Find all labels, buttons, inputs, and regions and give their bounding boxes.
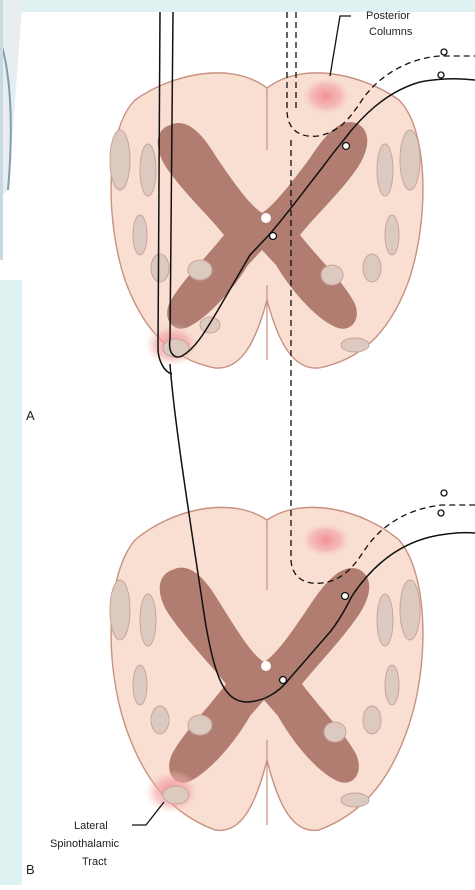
- cross-section-b: [110, 507, 423, 830]
- neuron-body-b3: [438, 510, 444, 516]
- posterior-columns-highlight-b: [300, 522, 352, 558]
- lateral-tract-label-line3: Tract: [82, 856, 107, 868]
- neuron-body-a4: [441, 49, 447, 55]
- panel-label-a: A: [26, 408, 35, 423]
- neuron-body-a1: [343, 143, 350, 150]
- neuron-body-a3: [438, 72, 444, 78]
- slide-background-left-panel: [0, 280, 22, 885]
- posterior-columns-label-line1: Posterior: [366, 10, 410, 22]
- neuron-body-b4: [441, 490, 447, 496]
- neuron-body-a2: [270, 233, 277, 240]
- lateral-tract-bundle-b: [163, 786, 189, 804]
- posterior-columns-highlight-a: [300, 76, 352, 116]
- neuron-body-b1: [342, 593, 349, 600]
- cross-section-a: [110, 73, 423, 368]
- slide-background-edge: [0, 0, 3, 260]
- posterior-columns-label-line2: Columns: [369, 26, 413, 38]
- lateral-tract-label-line2: Spinothalamic: [50, 838, 120, 850]
- lateral-tract-label-line1: Lateral: [74, 820, 108, 832]
- posterior-columns-leader: [330, 16, 351, 76]
- central-canal-b: [261, 661, 271, 671]
- neuron-body-b2: [280, 677, 287, 684]
- central-canal-a: [261, 213, 271, 223]
- panel-label-b: B: [26, 862, 35, 877]
